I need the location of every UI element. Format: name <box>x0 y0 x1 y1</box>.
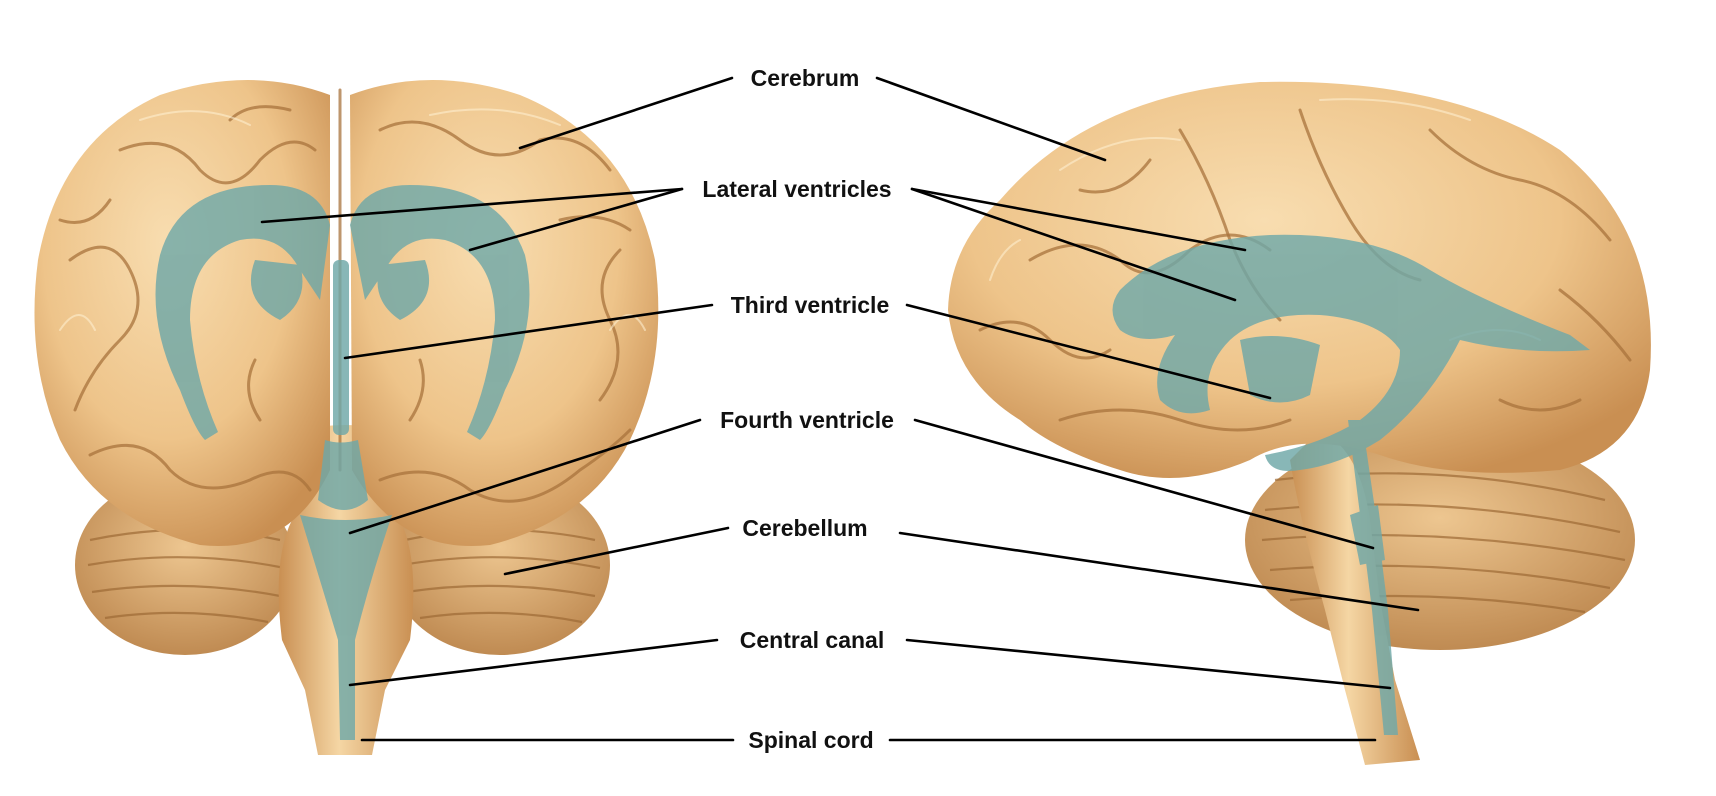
leader-fourth-ventricle-left <box>348 418 702 535</box>
leader-cerebrum-right <box>875 76 1107 162</box>
leader-third-ventricle-right <box>905 303 1272 400</box>
anterior-brain-view <box>34 80 659 755</box>
label-cerebellum: Cerebellum <box>742 515 867 541</box>
lateral-brain-view <box>948 81 1651 765</box>
label-central-canal: Central canal <box>740 627 884 653</box>
leader-lateral-ventricles-left-a <box>260 187 684 224</box>
leader-lateral-ventricles-right-a <box>910 187 1247 252</box>
label-lateral-ventricles: Lateral ventricles <box>702 176 891 202</box>
leader-lateral-ventricles-right-b <box>910 187 1237 302</box>
label-fourth-ventricle: Fourth ventricle <box>720 407 894 433</box>
label-spinal-cord: Spinal cord <box>748 727 873 753</box>
anterior-ventricles <box>155 185 530 740</box>
leader-central-canal-right <box>905 638 1392 690</box>
leader-central-canal-left <box>348 638 719 687</box>
leader-cerebellum-left <box>503 526 730 576</box>
lateral-ventricles-cast <box>1112 234 1590 735</box>
leader-fourth-ventricle-right <box>913 418 1375 550</box>
leader-cerebellum-right <box>898 531 1420 612</box>
leader-cerebrum-left <box>518 76 734 150</box>
structure-labels: Cerebrum Lateral ventricles Third ventri… <box>702 65 894 753</box>
label-third-ventricle: Third ventricle <box>731 292 889 318</box>
leader-lines <box>260 76 1420 742</box>
leader-lateral-ventricles-left-b <box>468 187 684 252</box>
label-cerebrum: Cerebrum <box>751 65 860 91</box>
leader-third-ventricle-left <box>343 303 714 360</box>
